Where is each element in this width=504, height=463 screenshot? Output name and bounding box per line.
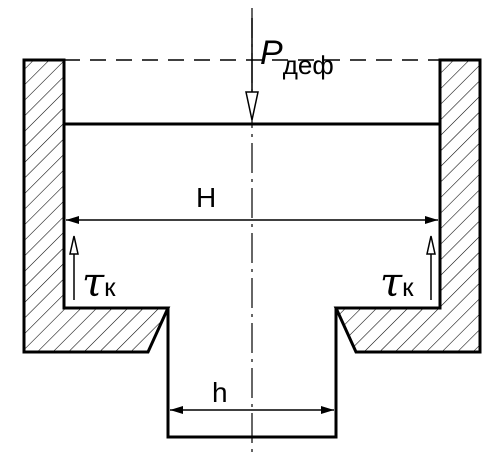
left-container-wall [22, 58, 171, 354]
right-container-wall [333, 58, 482, 354]
height-label: H [196, 182, 216, 213]
opening-label: h [212, 377, 228, 408]
right-friction-arrowhead [426, 235, 436, 255]
right-friction-symbol: τ [380, 260, 403, 306]
left-friction-symbol: τ [82, 260, 105, 306]
right-friction-subscript: к [402, 272, 414, 302]
right-friction-label: τк [380, 260, 414, 306]
left-friction-subscript: к [104, 272, 116, 302]
left-friction-label: τк [82, 260, 116, 306]
force-subscript: деф [283, 50, 334, 80]
force-symbol: P [260, 34, 283, 72]
force-arrowhead [245, 91, 259, 121]
left-friction-arrowhead [69, 235, 79, 255]
force-label: Pдеф [260, 34, 334, 80]
